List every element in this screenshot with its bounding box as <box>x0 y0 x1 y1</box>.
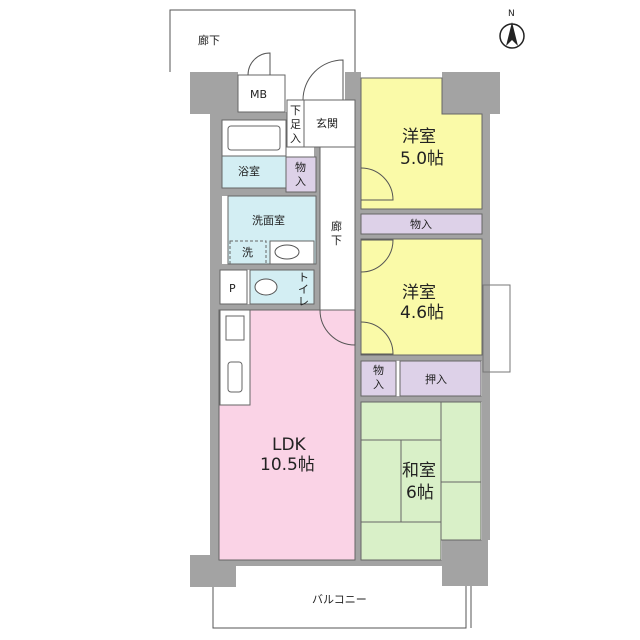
shoe-storage-label-1: 下 <box>290 104 301 117</box>
outside-corridor: 廊下 <box>169 9 356 72</box>
western-room-1 <box>360 77 483 210</box>
japanese-room <box>360 401 482 561</box>
western-1-label: 洋室 <box>402 127 436 147</box>
ldk-size: 10.5帖 <box>260 455 315 475</box>
balcony: バルコニー <box>212 586 472 629</box>
bathroom <box>221 155 287 189</box>
mb-label: MB <box>250 88 267 101</box>
corridor-outside-label: 廊下 <box>198 33 220 47</box>
toilet-bowl-icon <box>254 278 278 296</box>
storage-mid-label: 物入 <box>410 217 432 231</box>
storage-1-label-1: 物 <box>295 160 306 174</box>
shoe-storage-label-2: 足 <box>290 118 301 131</box>
western-2-size: 4.6帖 <box>400 303 444 323</box>
ldk-door[interactable] <box>319 309 356 346</box>
entrance <box>303 99 356 148</box>
closet <box>399 360 482 397</box>
toilet-label-2: イ <box>298 283 309 296</box>
storage-small-2 <box>360 360 397 397</box>
shoe-storage-label-3: 入 <box>290 132 301 145</box>
hall-label-1: 廊 <box>331 219 342 233</box>
bath-label: 浴室 <box>238 164 260 178</box>
pipe-space <box>219 269 248 305</box>
window-balcony <box>482 284 511 373</box>
mb-room <box>237 74 286 113</box>
western-2-door[interactable] <box>360 239 394 273</box>
washer-space <box>229 240 267 265</box>
sink <box>269 240 315 265</box>
closet-label: 押入 <box>425 372 447 386</box>
mb-door[interactable] <box>247 52 271 76</box>
balcony-label: バルコニー <box>312 593 367 606</box>
western-2-label: 洋室 <box>402 283 436 303</box>
entrance-door[interactable] <box>302 59 344 101</box>
toilet-label-3: レ <box>298 295 309 308</box>
storage-1-label-2: 入 <box>295 175 306 188</box>
japanese-size: 6帖 <box>406 483 434 503</box>
western-2-door-2[interactable] <box>360 321 394 355</box>
walls <box>190 72 500 587</box>
storage-small-1 <box>285 156 317 193</box>
toilet-label-1: ト <box>298 271 309 284</box>
western-1-size: 5.0帖 <box>400 149 444 169</box>
hall-label-2: 下 <box>331 234 342 247</box>
north-label: N <box>508 9 515 19</box>
western-room-2 <box>360 238 483 356</box>
storage-2-label-2: 入 <box>373 378 384 391</box>
ldk-label: LDK <box>272 435 307 455</box>
washer-label: 洗 <box>242 246 253 259</box>
western-1-door[interactable] <box>360 167 394 201</box>
japanese-label: 和室 <box>402 461 436 481</box>
storage-2-label-1: 物 <box>373 363 384 377</box>
washroom-label: 洗面室 <box>252 213 285 227</box>
hall <box>319 146 356 311</box>
entrance-label: 玄関 <box>316 116 338 130</box>
storage-mid <box>360 213 483 235</box>
pipe-space-label: P <box>229 282 236 295</box>
north-arrow-icon: N <box>499 9 525 49</box>
